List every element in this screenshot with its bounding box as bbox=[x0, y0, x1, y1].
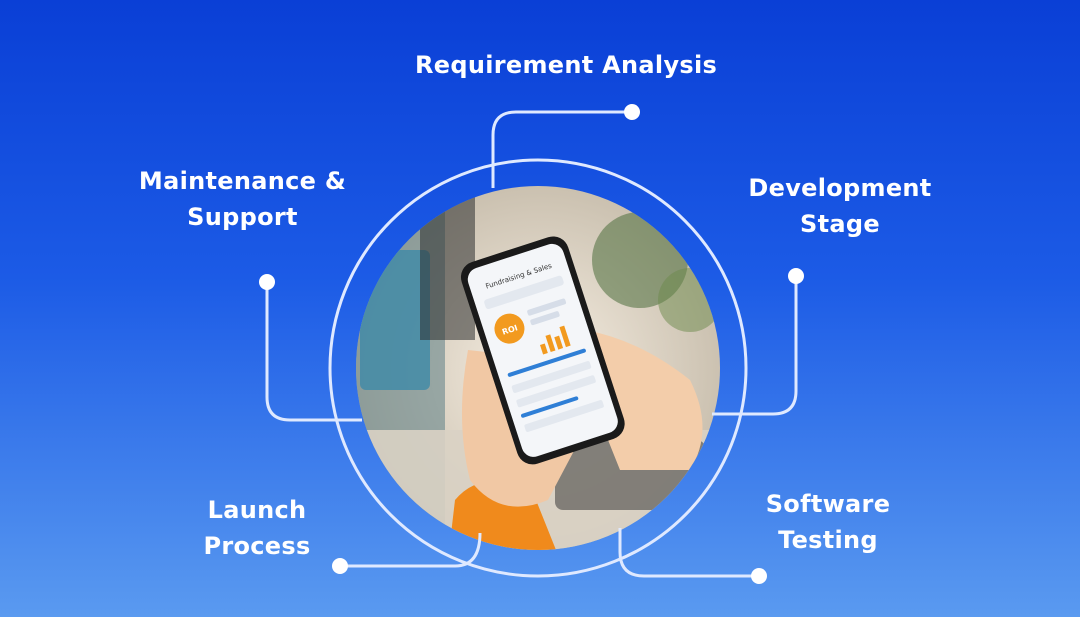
stage-label-launch: Launch Process bbox=[197, 492, 317, 564]
node-launch bbox=[332, 558, 348, 574]
stage-testing-line1: Software bbox=[765, 490, 891, 518]
phone-photo: Fundraising & Sales ROI bbox=[356, 186, 720, 550]
node-requirement bbox=[624, 104, 640, 120]
stage-launch-line2: Process bbox=[203, 532, 311, 560]
connector-maintenance bbox=[265, 282, 362, 422]
connector-testing bbox=[618, 528, 759, 578]
connector-requirement bbox=[491, 110, 632, 188]
connector-development bbox=[712, 276, 798, 416]
stage-maintenance-line2: Support bbox=[187, 203, 298, 231]
node-testing bbox=[751, 568, 767, 584]
stage-development-line2: Stage bbox=[800, 210, 880, 238]
stage-launch-line1: Launch bbox=[207, 496, 307, 524]
smartphone: Fundraising & Sales ROI bbox=[460, 236, 625, 465]
stage-maintenance-line1: Maintenance & bbox=[138, 167, 347, 195]
stage-testing-line2: Testing bbox=[778, 526, 878, 554]
node-maintenance bbox=[259, 274, 275, 290]
stage-label-development: Development Stage bbox=[745, 170, 935, 242]
node-development bbox=[788, 268, 804, 284]
stage-label-maintenance: Maintenance & Support bbox=[135, 163, 350, 235]
stage-development-line1: Development bbox=[748, 174, 932, 202]
stage-label-testing: Software Testing bbox=[758, 486, 898, 558]
stage-requirement-line1: Requirement Analysis bbox=[415, 51, 718, 79]
roi-badge bbox=[494, 313, 525, 344]
background-monitor bbox=[360, 250, 430, 390]
connector-launch bbox=[340, 532, 482, 568]
stage-label-requirement: Requirement Analysis bbox=[415, 47, 718, 83]
outer-ring bbox=[328, 158, 748, 578]
